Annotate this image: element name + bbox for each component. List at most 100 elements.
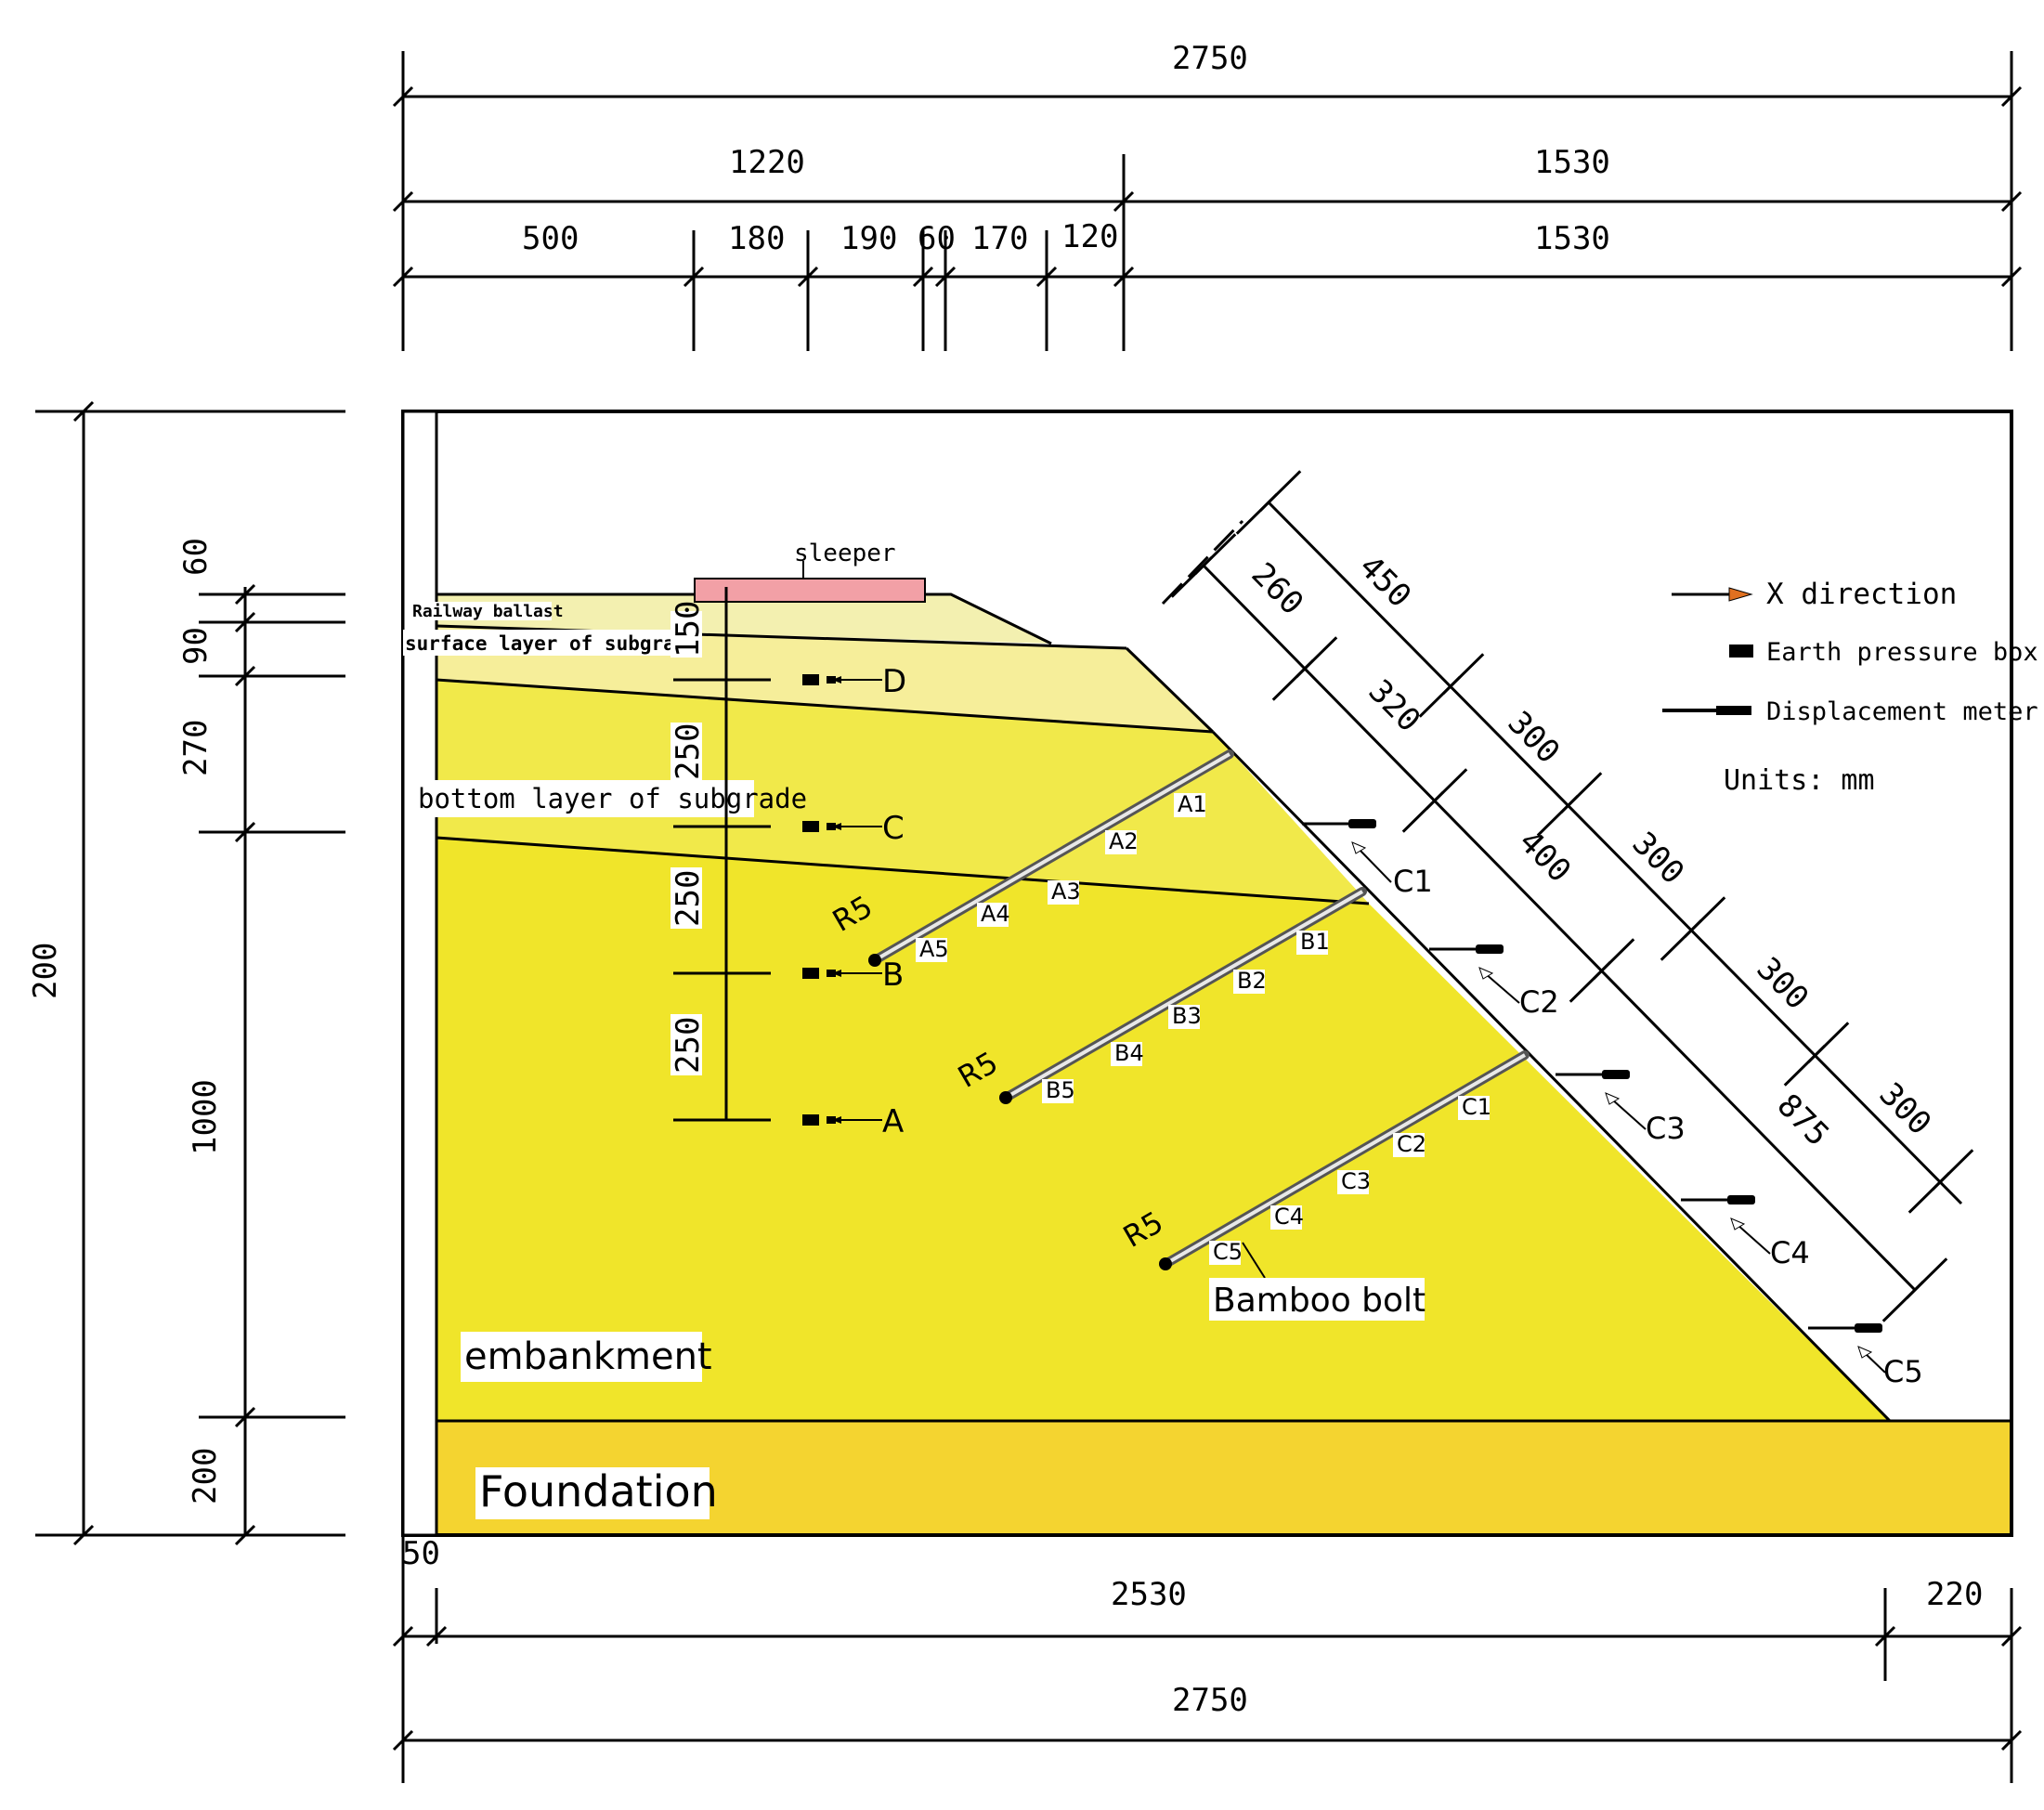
top-dimension-tick xyxy=(392,85,414,108)
slope-outer-dim-2: 300 xyxy=(1501,704,1568,771)
legend-earth-pressure-icon xyxy=(1729,645,1753,658)
left-dimension-tick xyxy=(234,1406,256,1428)
left-dimension-tick xyxy=(234,821,256,843)
slope-inner-tick-mark xyxy=(1905,1280,1925,1300)
slope-outer-tick-mark xyxy=(1806,1044,1827,1064)
bamboo-bolt-label-bg xyxy=(1209,1278,1425,1321)
legend: X direction Earth pressure box Displacem… xyxy=(1662,578,2038,797)
dim-top-seg-5: 170 xyxy=(971,220,1028,257)
slope-outer-dim-4: 300 xyxy=(1750,950,1816,1017)
slope-inner-dim-1: 260 xyxy=(1244,555,1311,622)
bolt-point-bg xyxy=(1458,1096,1490,1120)
slope-outer-dim-5: 300 xyxy=(1872,1075,1939,1142)
bolt-point-b1: B1 xyxy=(1300,929,1330,955)
top-dimensions: 2750 1220 1530 500 180 190 60 170 120 15… xyxy=(401,40,2013,351)
top-dimension-tick xyxy=(1113,190,1135,213)
left-dimension-tick xyxy=(72,400,95,423)
bolt-point-bg xyxy=(1270,1205,1302,1230)
slope-inner-dim-2: 320 xyxy=(1361,672,1428,739)
legend-earth-pressure-box: Earth pressure box xyxy=(1766,638,2038,667)
top-dimension-tick xyxy=(1113,266,1135,288)
pressure-label-d: D xyxy=(882,663,906,700)
displacement-label-c5: C5 xyxy=(1883,1354,1923,1389)
bolt-point-c2: C2 xyxy=(1397,1131,1426,1157)
displacement-meter-c2: C2 xyxy=(1429,944,1559,1020)
dim-bottom-total: 2750 xyxy=(1172,1682,1248,1719)
bolt-point-bg xyxy=(1233,970,1265,994)
svg-text:250: 250 xyxy=(670,723,707,780)
displacement-label-c3: C3 xyxy=(1646,1111,1686,1146)
slope-outer-dim-1: 450 xyxy=(1352,548,1419,615)
displacement-meter-c5: C5 xyxy=(1808,1323,1923,1389)
bolt-point-a5: A5 xyxy=(919,936,949,962)
bottom-dimensions: 50 2530 220 2750 xyxy=(401,1535,2013,1783)
ballast-label-bg xyxy=(410,602,552,620)
pressure-label-a: A xyxy=(882,1103,904,1140)
center-dim-250-c: 250 xyxy=(670,1014,707,1075)
bolt-point-c4: C4 xyxy=(1274,1204,1304,1230)
slope-outer-tick-mark xyxy=(1931,1171,1951,1191)
top-dimension-tick xyxy=(683,266,705,288)
dim-left-seg-1: 60 xyxy=(177,538,215,576)
pressure-box-d: D xyxy=(802,663,906,700)
displacement-label-c2: C2 xyxy=(1519,984,1559,1020)
bolt-point-bg xyxy=(1209,1241,1241,1265)
displacement-meter-c1: C1 xyxy=(1302,819,1433,899)
pressure-label-c: C xyxy=(882,810,905,847)
slope-outer-tick-mark xyxy=(1683,918,1703,939)
top-dimension-tick xyxy=(1035,266,1058,288)
left-dimension-tick xyxy=(234,611,256,633)
slope-outer-dim-3: 300 xyxy=(1625,825,1692,892)
top-dimension-tick xyxy=(2000,190,2023,213)
dim-left-seg-4: 1000 xyxy=(187,1079,224,1155)
bolt-point-bg xyxy=(1048,880,1079,905)
dim-bottom-right: 220 xyxy=(1926,1576,1983,1613)
top-dimension-tick xyxy=(797,266,819,288)
slope-line xyxy=(1211,730,1892,1423)
top-dimension-tick xyxy=(934,266,957,288)
surface-layer-label: surface layer of subgrade xyxy=(405,632,698,655)
bolt-point-bg xyxy=(1174,793,1205,817)
embankment-label-bg xyxy=(461,1332,702,1382)
sleeper xyxy=(694,578,926,603)
pressure-box-a: A xyxy=(802,1103,904,1140)
bolt-point-bg xyxy=(1168,1005,1200,1029)
foundation-layer xyxy=(436,1421,2011,1535)
svg-text:250: 250 xyxy=(670,870,707,927)
legend-x-direction-arrow xyxy=(1728,587,1753,602)
bottom-layer-label: bottom layer of subgrade xyxy=(418,783,807,814)
left-dimension-ticks xyxy=(72,400,256,1546)
dim-bottom-main: 2530 xyxy=(1111,1576,1187,1613)
embankment-label: embankment xyxy=(464,1335,712,1378)
slope-outer-tick-mark xyxy=(1258,492,1279,513)
top-dimension-tick xyxy=(392,266,414,288)
bolt-point-bg xyxy=(1337,1170,1369,1194)
bamboo-bolt-label: Bamboo bolt xyxy=(1213,1282,1426,1320)
slope-inner-dim-4: 875 xyxy=(1770,1087,1837,1153)
slope-outer-tick-mark xyxy=(1441,675,1462,696)
legend-units: Units: mm xyxy=(1724,764,1875,797)
slope-dim-line-inner xyxy=(1202,564,1917,1292)
bolt-point-a3: A3 xyxy=(1051,879,1081,905)
bolt-point-b3: B3 xyxy=(1172,1003,1202,1029)
dim-top-seg-2: 180 xyxy=(728,220,785,257)
svg-text:150: 150 xyxy=(670,601,707,658)
dim-left-seg-2: 90 xyxy=(177,627,215,665)
dim-top-seg-4: 60 xyxy=(918,220,956,257)
displacement-meter-c4: C4 xyxy=(1681,1195,1810,1270)
legend-displacement-meter: Displacement meter xyxy=(1766,697,2038,726)
bolt-point-c3: C3 xyxy=(1341,1168,1371,1194)
legend-x-direction: X direction xyxy=(1766,578,1957,611)
bolt-point-bg xyxy=(1393,1133,1425,1157)
displacement-label-c4: C4 xyxy=(1770,1235,1810,1270)
center-dim-250-a: 250 xyxy=(670,723,707,784)
slope-inner-dim-3: 400 xyxy=(1512,823,1579,890)
ballast-label: Railway ballast xyxy=(412,602,564,621)
dim-top-right: 1530 xyxy=(1534,144,1610,181)
displacement-label-c1: C1 xyxy=(1393,864,1433,899)
